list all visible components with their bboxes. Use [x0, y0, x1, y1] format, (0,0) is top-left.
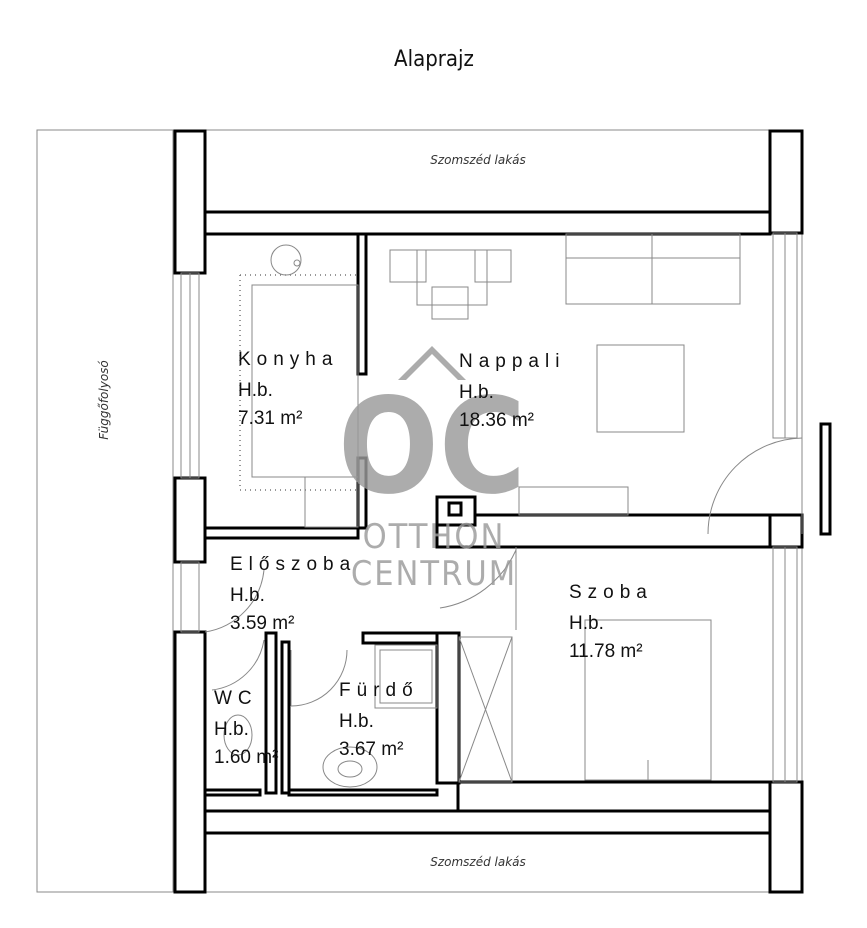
room-name: WC [214, 688, 258, 709]
room-szoba: Szoba H.b. 11.78 m² [569, 582, 653, 662]
room-area: 18.36 m² [459, 410, 534, 431]
room-area: 7.31 m² [238, 408, 302, 429]
room-name: Konyha [238, 349, 338, 370]
room-floor: H.b. [459, 382, 494, 403]
room-area: 11.78 m² [569, 641, 643, 662]
room-floor: H.b. [569, 613, 604, 634]
room-konyha: Konyha H.b. 7.31 m² [238, 349, 338, 429]
plan-title: Alaprajz [394, 47, 474, 72]
room-name: Nappali [459, 351, 565, 372]
furniture [223, 233, 741, 788]
otthon-centrum-watermark: OC OTTHON CENTRUM [338, 346, 526, 594]
watermark-line1: OTTHON [363, 517, 506, 557]
room-wc: WC H.b. 1.60 m² [214, 688, 278, 768]
neighbor-bottom-label: Szomszéd lakás [430, 855, 526, 869]
room-floor: H.b. [230, 585, 265, 606]
doors [204, 437, 803, 707]
neighbor-top-label: Szomszéd lakás [430, 153, 526, 167]
room-floor: H.b. [339, 711, 374, 732]
windows [180, 232, 798, 783]
room-name: Fürdő [339, 680, 419, 701]
room-furdo: Fürdő H.b. 3.67 m² [339, 680, 419, 760]
room-eloszoba: Előszoba H.b. 3.59 m² [230, 554, 356, 634]
room-floor: H.b. [214, 719, 249, 740]
watermark-line2: CENTRUM [351, 554, 517, 594]
watermark-logo: OC [338, 370, 526, 524]
room-area: 1.60 m² [214, 747, 278, 768]
corridor-label: Függőfolyosó [97, 360, 111, 440]
room-area: 3.59 m² [230, 613, 294, 634]
room-name: Szoba [569, 582, 653, 603]
room-nappali: Nappali H.b. 18.36 m² [459, 351, 565, 431]
room-name: Előszoba [230, 554, 356, 575]
room-area: 3.67 m² [339, 739, 403, 760]
room-floor: H.b. [238, 380, 273, 401]
walls [173, 129, 832, 894]
